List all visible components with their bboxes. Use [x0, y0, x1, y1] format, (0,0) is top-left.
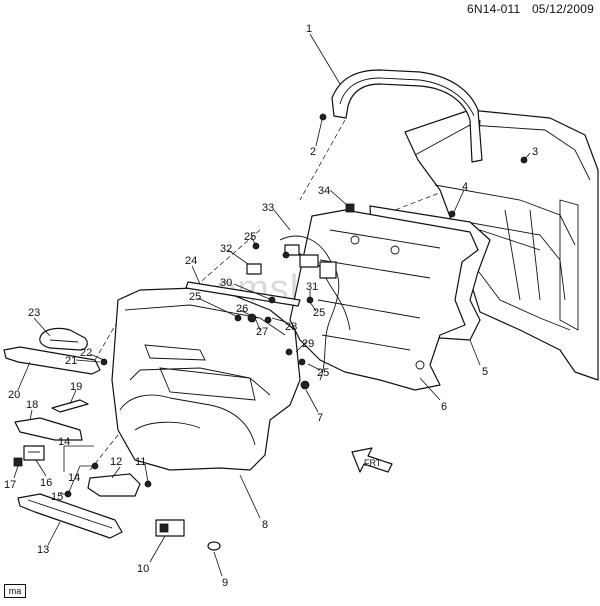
callout-25a: 25 — [189, 291, 201, 303]
callout-13: 13 — [37, 544, 49, 556]
switch-bracket — [155, 519, 185, 537]
callout-32: 32 — [220, 243, 232, 255]
callout-1: 1 — [306, 23, 312, 35]
grab-handle-bracket — [87, 473, 141, 497]
fasteners — [64, 113, 528, 498]
callout-12: 12 — [110, 456, 122, 468]
armrest-cup — [14, 417, 83, 441]
callout-15: 15 — [51, 491, 63, 503]
upper-trim-strip — [3, 346, 101, 375]
callout-34: 34 — [318, 185, 330, 197]
callout-labels: 1 2 3 4 5 6 7 8 9 10 11 12 13 14 15 16 1… — [4, 23, 538, 589]
callout-3: 3 — [532, 146, 538, 158]
callout-5: 5 — [482, 366, 488, 378]
callout-30: 30 — [220, 277, 232, 289]
callout-9: 9 — [222, 577, 228, 589]
diagram-header: 6N14-011 05/12/2009 — [467, 2, 594, 16]
callout-2: 2 — [310, 146, 316, 158]
callout-20: 20 — [8, 389, 20, 401]
switch — [23, 445, 45, 461]
footer-tag: ma — [4, 584, 26, 598]
callout-25b: 25 — [244, 231, 256, 243]
callout-27: 27 — [256, 326, 268, 338]
callout-14: 14 — [68, 472, 80, 484]
callout-14b: 14 — [58, 436, 70, 448]
door-shell — [404, 109, 599, 381]
armrest-pad — [17, 493, 123, 539]
callout-33: 33 — [262, 202, 274, 214]
callout-28: 28 — [285, 321, 297, 333]
clip-17 — [13, 457, 23, 467]
callout-25d: 25 — [317, 367, 329, 379]
callout-29: 29 — [302, 338, 314, 350]
callout-4: 4 — [462, 181, 468, 193]
diagram-code: 6N14-011 — [466, 2, 521, 16]
wiring-harness — [279, 235, 351, 381]
callout-17: 17 — [4, 479, 16, 491]
callout-23: 23 — [28, 307, 40, 319]
storage-bin-liner — [51, 399, 89, 413]
callout-8: 8 — [262, 519, 268, 531]
inside-handle-bezel — [39, 327, 88, 351]
sound-insulator — [289, 209, 479, 391]
callout-24: 24 — [185, 255, 197, 267]
callout-16: 16 — [40, 477, 52, 489]
callout-19: 19 — [70, 381, 82, 393]
callout-18: 18 — [26, 399, 38, 411]
door-trim-panel — [111, 287, 301, 471]
callout-6: 6 — [441, 401, 447, 413]
callout-31: 31 — [306, 281, 318, 293]
callout-25c: 25 — [313, 307, 325, 319]
front-direction-arrow: FRT — [351, 447, 393, 473]
callout-11: 11 — [135, 456, 146, 468]
callout-22: 22 — [80, 347, 92, 359]
diagram-date: 05/12/2009 — [531, 2, 594, 16]
frt-label: FRT — [364, 458, 382, 468]
callout-26: 26 — [236, 303, 248, 315]
callout-21: 21 — [65, 355, 77, 367]
plug — [207, 541, 221, 551]
callout-7: 7 — [317, 412, 323, 424]
leader-lines — [13, 33, 531, 577]
callout-10: 10 — [137, 563, 149, 575]
upper-frame-molding — [331, 69, 483, 163]
